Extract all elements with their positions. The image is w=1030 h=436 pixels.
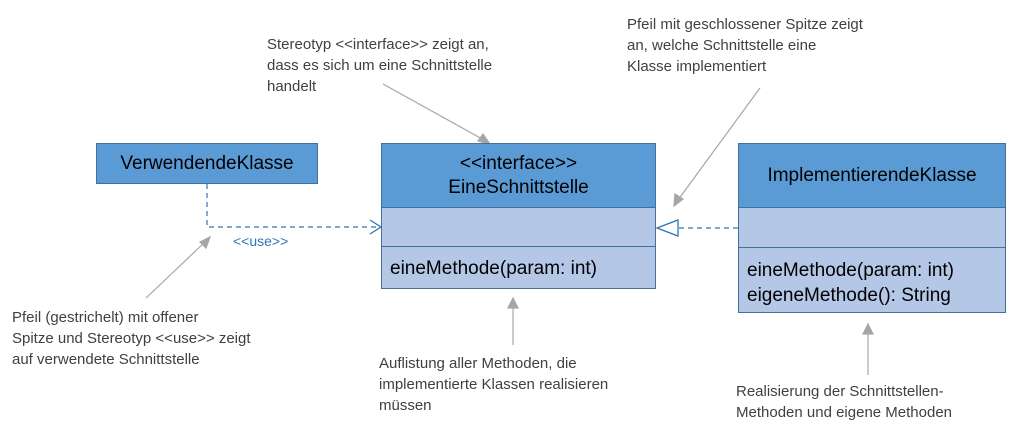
attributes-section: [739, 208, 1005, 248]
class-name-text: ImplementierendeKlasse: [767, 164, 977, 186]
class-header: ImplementierendeKlasse: [739, 144, 1005, 208]
note-use-arrow: Pfeil (gestrichelt) mit offener Spitze u…: [12, 309, 251, 368]
note-methods-list: Auflistung aller Methoden, die implement…: [379, 355, 609, 414]
methods-section: eineMethode(param: int) eigeneMethode():…: [739, 248, 1005, 312]
callout-arrowhead-icon: [507, 296, 519, 309]
method-item: eineMethode(param: int): [390, 258, 597, 279]
note-interface-stereotype: Stereotyp <<interface>> zeigt an, dass e…: [267, 36, 493, 95]
class-box-implementierende-klasse[interactable]: ImplementierendeKlasse eineMethode(param…: [738, 143, 1006, 313]
use-stereotype-label: <<use>>: [233, 233, 288, 249]
interface-name: EineSchnittstelle: [448, 176, 589, 198]
note-realization: Realisierung der Schnittstellen- Methode…: [736, 383, 953, 421]
interface-box-eine-schnittstelle[interactable]: <<interface>> EineSchnittstelle eineMeth…: [381, 143, 656, 289]
attributes-section: [382, 208, 655, 247]
callout-arrowhead-icon: [673, 192, 685, 208]
method-item: eigeneMethode(): String: [747, 285, 951, 306]
callout-arrow-stereotype: [382, 83, 485, 141]
class-box-verwendende-klasse[interactable]: VerwendendeKlasse: [96, 143, 318, 184]
methods-section: eineMethode(param: int): [382, 247, 655, 288]
note-closed-arrow: Pfeil mit geschlossener Spitze zeigt an,…: [627, 16, 863, 75]
interface-header: <<interface>> EineSchnittstelle: [382, 144, 655, 208]
interface-stereotype: <<interface>>: [459, 152, 578, 174]
closed-triangle-arrowhead-icon: [655, 219, 679, 237]
callout-arrow-closed-head: [677, 87, 761, 201]
method-item: eineMethode(param: int): [747, 260, 954, 281]
class-name: VerwendendeKlasse: [97, 144, 317, 183]
class-name-text: VerwendendeKlasse: [120, 152, 294, 174]
callout-arrowhead-icon: [862, 322, 874, 335]
callout-arrowhead-icon: [476, 132, 492, 145]
callout-arrow-use: [145, 241, 206, 299]
callout-arrowhead-icon: [198, 235, 212, 250]
use-dependency-line: [206, 184, 380, 228]
